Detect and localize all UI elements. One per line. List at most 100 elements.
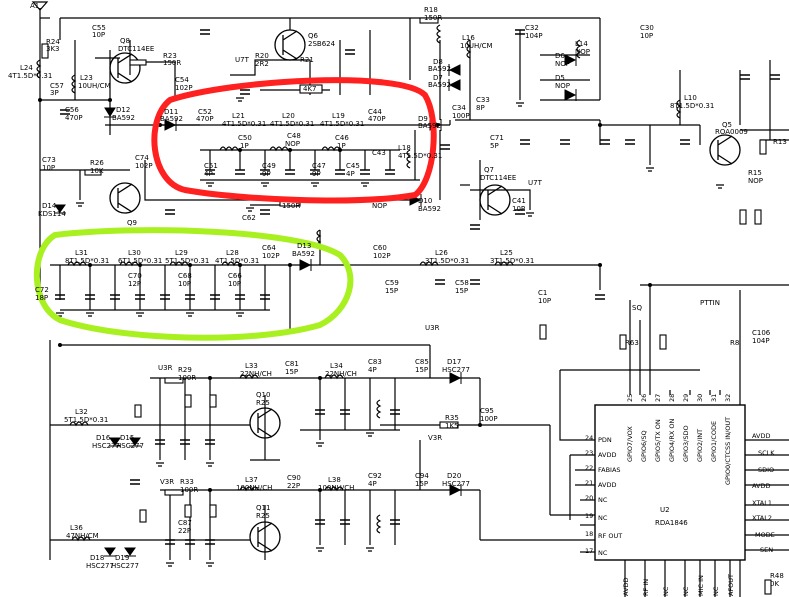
pin-top-num-3: 28 [668,394,676,402]
label-c62: C62 [242,214,256,222]
label-r26-val: 10K [90,167,104,175]
label-q5-type: ROA0009 [715,128,748,136]
label-r21-val: 4K7 [303,85,317,93]
label-d14: D14 [42,202,57,210]
transistor-q6-leads-icon [282,30,298,60]
label-l29: L29 [175,249,188,257]
label-c73-val: 10P [42,164,55,172]
label-c68-val: 10P [178,280,191,288]
label-d16: D16 [96,434,111,442]
label-c71-val: 5P [490,142,499,150]
label-l29-val: 5T1.5D*0.31 [165,257,209,265]
label-c54-val: 102P [175,84,193,92]
diode-d11-icon [164,119,177,131]
label-d15-type: HSC277 [116,442,144,450]
label-q10-type: R25 [256,399,270,407]
label-c58-val: 15P [455,287,468,295]
label-c33: C33 [476,96,490,104]
label-l23: L23 [80,74,93,82]
label-l20: L20 [282,112,295,120]
label-r26: R26 [90,159,104,167]
label-c41-val: 10P [512,205,525,213]
label-c66: C66 [228,272,242,280]
pin-left-num-4: 20 [585,494,593,502]
label-l14-val: NOP [575,48,590,56]
pin-left-2: FABIAS [598,466,621,474]
label-c52-val: 470P [196,115,214,123]
label-c51-val: 4P [204,170,213,178]
pin-top-num-7: 32 [724,394,732,402]
label-l33-val: 22NH/CH [240,370,272,378]
label-l34: L34 [330,362,343,370]
label-c72-val: 18P [35,294,48,302]
ic-pin-labels: PDN AVDD FABIAS AVDD NC NC RF OUT NC 24 … [585,394,775,596]
label-r23: R23 [163,52,177,60]
label-d13-type: BA592 [292,250,315,258]
pin-left-num-3: 21 [585,479,593,487]
pin-left-3: AVDD [598,481,617,489]
pin-left-7: NC [598,549,608,557]
label-l37-val: 100NH/CH [236,484,272,492]
label-d8-type: BA592 [428,65,451,73]
label-l10: L10 [684,94,697,102]
label-c47: C47 [312,162,326,170]
label-l30: L30 [128,249,141,257]
label-c95: C95 [480,407,494,415]
label-d5: D5 [555,74,565,82]
label-q7-type: DTC114EE [480,174,516,182]
label-l31-val: 8T1.5D*0.31 [65,257,109,265]
label-l21: L21 [232,112,245,120]
pin-top-7: GPIO0/CTCSS IN/OUT [724,417,732,485]
label-d14-type: KDS114 [38,210,66,218]
pin-left-1: AVDD [598,451,617,459]
label-d7-type: BA592 [428,81,451,89]
pin-bottom-4: MIC IN [697,575,705,596]
label-r23-val: 150R [163,59,181,67]
label-c58: C58 [455,279,469,287]
label-d17: D17 [447,358,461,366]
pin-left-num-0: 24 [585,434,593,442]
label-d9: D9 [418,115,428,123]
label-r48-val: 0K [770,580,779,588]
label-q7: Q7 [484,166,494,174]
transistor-q6-icon [274,29,306,61]
label-c70: C70 [128,272,142,280]
label-l31: L31 [75,249,88,257]
label-d19-type: HSC277 [111,562,139,570]
diode-d12-icon [104,107,116,118]
label-r35-val: 1K5 [445,422,459,430]
label-c68: C68 [178,272,192,280]
label-r24-val: 3K3 [46,45,60,53]
label-c92-val: 4P [368,480,377,488]
label-d6-type: NOP [555,60,570,68]
label-c43: C43 [372,149,386,157]
label-q11: Q11 [256,504,270,512]
label-c55-val: 10P [92,31,105,39]
green-highlight-loop [33,227,354,341]
diode-d18-icon [104,547,116,557]
label-c95-val: 100P [480,415,498,423]
diode-d15-icon [129,437,141,447]
label-c30-val: 10P [640,32,653,40]
label-r20-val: 2R2 [255,60,269,68]
label-u7t-b: U7T [528,179,543,187]
pin-top-2: GPIO5/TX ON [654,419,662,462]
label-r15: R15 [748,169,762,177]
label-d12: D12 [116,106,130,114]
label-l18-val: 4T1.5D*0.31 [398,152,442,160]
pin-left-num-6: 18 [585,530,593,538]
label-c45-val: 4P [346,170,355,178]
label-c90-val: 22P [287,482,300,490]
label-q11-type: R25 [256,512,270,520]
pin-left-0: PDN [598,436,612,444]
label-c55: C55 [92,24,106,32]
pin-left-num-7: 17 [585,547,593,555]
label-sq: SQ [632,304,642,312]
label-r8: R8 [730,339,739,347]
label-l36-val: 47NH/CM [66,532,99,540]
label-r18-val: 150R [424,14,442,22]
label-l10-val: 8T1.5D*0.31 [670,102,714,110]
label-l32: L32 [75,408,88,416]
pin-top-num-6: 31 [710,394,718,402]
